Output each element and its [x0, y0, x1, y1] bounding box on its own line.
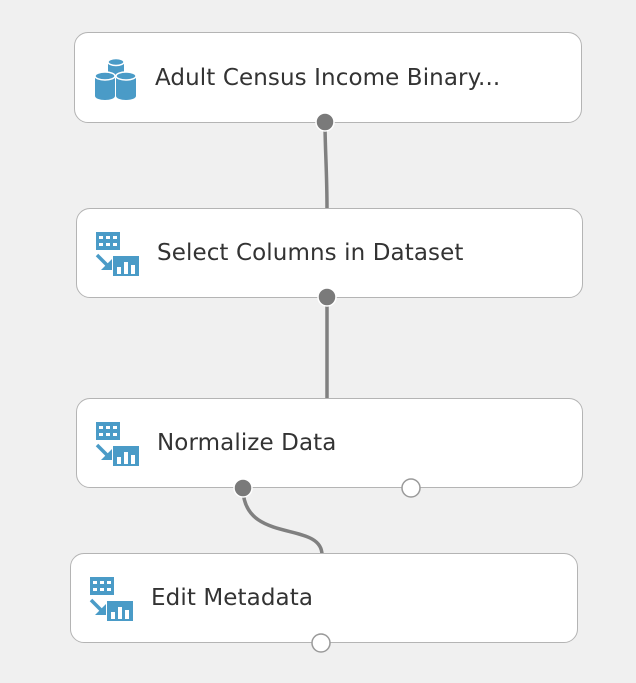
module-label: Edit Metadata: [151, 585, 314, 611]
module-normalize-data[interactable]: Normalize Data: [76, 398, 583, 488]
data-transform-icon: [95, 422, 139, 466]
module-select-columns[interactable]: Select Columns in Dataset: [76, 208, 583, 298]
output-port[interactable]: [233, 478, 253, 498]
module-label: Adult Census Income Binary...: [155, 64, 501, 91]
output-port-empty[interactable]: [401, 478, 421, 498]
output-port[interactable]: [315, 112, 335, 132]
data-transform-icon: [95, 232, 139, 276]
module-label: Normalize Data: [157, 430, 337, 456]
module-label: Select Columns in Dataset: [157, 240, 464, 266]
data-transform-icon: [89, 577, 133, 621]
output-port-empty[interactable]: [311, 633, 331, 653]
output-port[interactable]: [317, 287, 337, 307]
database-icon: [94, 57, 137, 100]
module-adult-census-income[interactable]: Adult Census Income Binary...: [74, 32, 582, 123]
